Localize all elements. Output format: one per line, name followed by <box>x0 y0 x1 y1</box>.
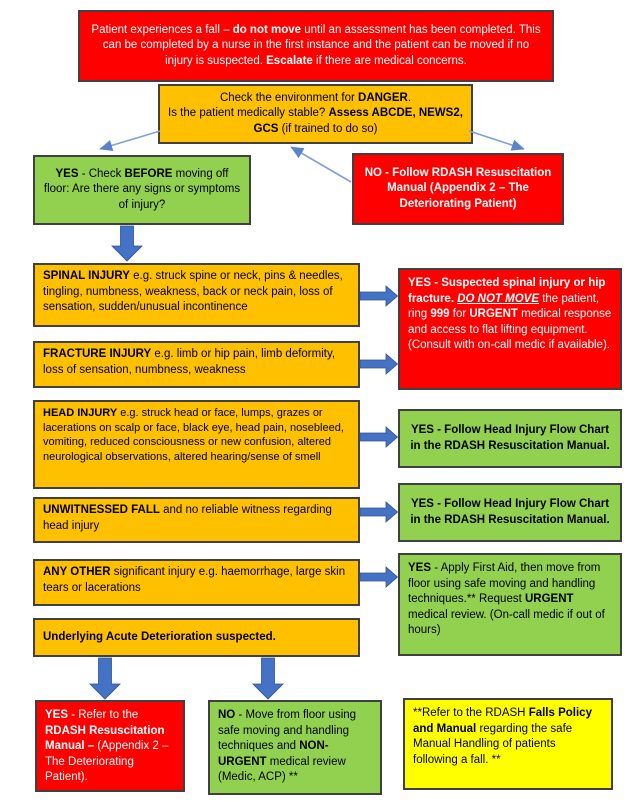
block-arrow-spinal-right <box>359 285 399 307</box>
any-other-result-box: YES - Apply First Aid, then move from fl… <box>398 553 622 656</box>
top-warning-box: Patient experiences a fall – do not move… <box>78 10 554 82</box>
block-arrow-fracture-right <box>359 353 399 375</box>
top-warning-text: Patient experiences a fall – do not move… <box>91 23 541 67</box>
head-result-1-text: YES - Follow Head Injury Flow Chart in t… <box>410 423 610 452</box>
falls-policy-note-text: **Refer to the RDASH Falls Policy and Ma… <box>413 707 592 766</box>
fracture-injury-box: FRACTURE INJURY e.g. limb or hip pain, l… <box>33 341 360 388</box>
block-arrow-head-right <box>359 426 399 448</box>
spinal-injury-box: SPINAL INJURY e.g. struck spine or neck,… <box>33 263 360 327</box>
acute-deterioration-box: Underlying Acute Deterioration suspected… <box>33 618 360 657</box>
spinal-injury-text: SPINAL INJURY e.g. struck spine or neck,… <box>43 270 343 314</box>
head-result-2-box: YES - Follow Head Injury Flow Chart in t… <box>398 483 622 542</box>
head-result-1-box: YES - Follow Head Injury Flow Chart in t… <box>398 409 622 468</box>
block-arrow-deterioration-no-down <box>252 657 284 700</box>
unwitnessed-fall-text: UNWITNESSED FALL and no reliable witness… <box>43 504 332 532</box>
block-arrow-any-other-right <box>359 566 399 588</box>
head-injury-box: HEAD INJURY e.g. struck head or face, lu… <box>33 400 360 489</box>
block-arrow-yes-down <box>111 225 143 262</box>
deterioration-yes-text: YES - Refer to the RDASH Resuscitation M… <box>45 709 169 784</box>
check-environment-text: Check the environment for DANGER.Is the … <box>168 91 463 135</box>
deterioration-yes-box: YES - Refer to the RDASH Resuscitation M… <box>35 700 185 792</box>
unwitnessed-fall-box: UNWITNESSED FALL and no reliable witness… <box>33 497 360 543</box>
deterioration-no-box: NO - Move from floor using safe moving a… <box>208 700 382 795</box>
head-injury-text: HEAD INJURY e.g. struck head or face, lu… <box>43 407 344 463</box>
fracture-injury-text: FRACTURE INJURY e.g. limb or hip pain, l… <box>43 348 336 376</box>
thin-arrow-env-to-no <box>468 130 525 151</box>
no-follow-rdash-text: NO - Follow RDASH Resuscitation Manual (… <box>364 166 552 210</box>
block-arrow-unwitnessed-right <box>359 501 399 523</box>
check-environment-box: Check the environment for DANGER.Is the … <box>158 84 473 144</box>
any-other-result-text: YES - Apply First Aid, then move from fl… <box>408 562 605 637</box>
deterioration-no-text: NO - Move from floor using safe moving a… <box>218 709 357 784</box>
yes-check-before-box: YES - Check BEFORE moving off floor: Are… <box>33 155 251 225</box>
any-other-injury-text: ANY OTHER significant injury e.g. haemor… <box>43 566 346 594</box>
acute-deterioration-text: Underlying Acute Deterioration suspected… <box>43 630 276 643</box>
no-follow-rdash-box: NO - Follow RDASH Resuscitation Manual (… <box>352 153 564 225</box>
spinal-result-box: YES - Suspected spinal injury or hip fra… <box>398 268 622 390</box>
head-result-2-text: YES - Follow Head Injury Flow Chart in t… <box>410 497 610 526</box>
spinal-result-text: YES - Suspected spinal injury or hip fra… <box>408 277 612 352</box>
block-arrow-deterioration-yes-down <box>89 657 121 700</box>
thin-arrow-no-back-to-env <box>290 146 352 183</box>
yes-check-before-text: YES - Check BEFORE moving off floor: Are… <box>43 167 241 211</box>
any-other-injury-box: ANY OTHER significant injury e.g. haemor… <box>33 559 360 606</box>
thin-arrow-env-to-yes <box>99 130 161 151</box>
falls-policy-note-box: **Refer to the RDASH Falls Policy and Ma… <box>403 698 613 790</box>
